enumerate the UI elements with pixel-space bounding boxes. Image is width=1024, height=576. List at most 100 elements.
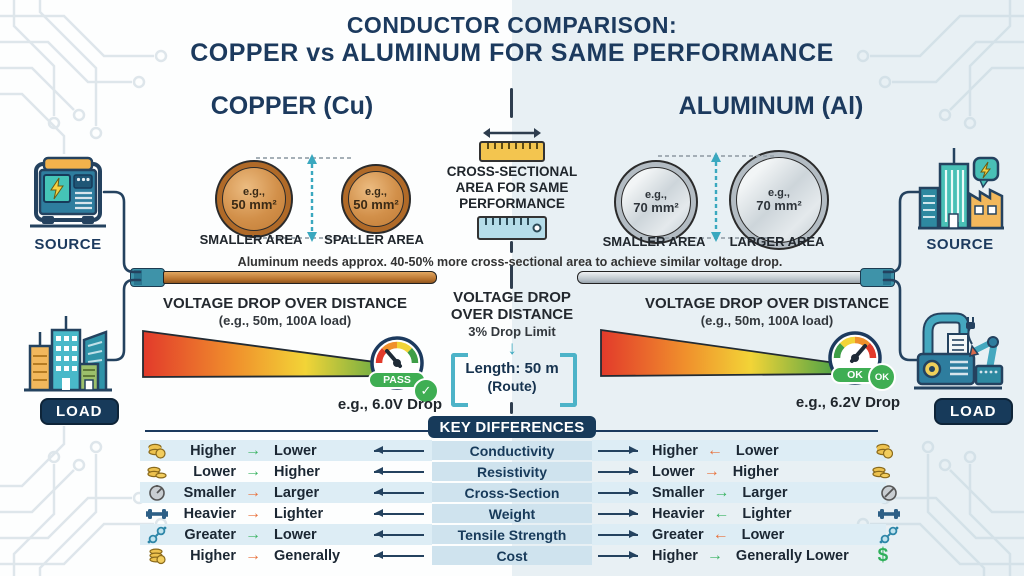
copper-circle2-eg: e.g., — [364, 185, 387, 198]
coins-icon — [866, 442, 900, 460]
center-voltage-line1: VOLTAGE DROP — [453, 289, 571, 306]
aluminum-diff-cell: Higher ← Lower — [592, 440, 893, 461]
bracket-right-icon — [560, 353, 577, 407]
dumbbell-icon — [872, 505, 906, 523]
copper-area-label-1: SMALLER AREA — [199, 232, 303, 247]
city-source-icon — [918, 148, 1004, 230]
ok-circle-badge: OK — [868, 363, 896, 391]
pointer-arrow-right — [598, 529, 638, 538]
cross-section-caption-line3: PERFORMANCE — [459, 196, 565, 211]
trend-arrow: ← — [713, 504, 730, 522]
comparison-note: Aluminum needs approx. 40-50% more cross… — [237, 255, 783, 269]
table-row: Higher → Generally Cost Higher → General… — [0, 545, 1024, 566]
divider-dash — [510, 241, 513, 253]
copper-load-label: LOAD — [40, 398, 119, 425]
trend-arrow: ← — [712, 525, 729, 543]
trend-arrow: → — [245, 504, 261, 522]
pointer-arrow-left — [374, 529, 424, 538]
meter-icon — [140, 484, 174, 502]
aluminum-value: Lighter — [742, 505, 792, 522]
table-row: Higher → Lower Conductivity Higher ← Low… — [0, 440, 1024, 461]
copper-drop-value: e.g., 6.0V Drop — [337, 396, 443, 413]
aluminum-circle2-area: 70 mm² — [756, 197, 802, 213]
cross-section-caption-line2: AREA FOR SAME — [455, 180, 569, 195]
copper-circle1-area: 50 mm² — [231, 196, 277, 212]
trend-arrow: → — [713, 483, 730, 501]
copper-circle1-eg: e.g., — [242, 185, 265, 198]
pointer-arrow-right — [598, 487, 638, 496]
pointer-arrow-left — [374, 550, 424, 559]
aluminum-conductor-circle: e.g.,70 mm² — [729, 150, 829, 250]
circuit-pattern-icon — [0, 0, 168, 154]
copper-value: Heavier — [183, 505, 236, 522]
generator-icon — [30, 156, 106, 228]
copper-voltage-title: VOLTAGE DROP OVER DISTANCE — [163, 295, 407, 312]
copper-value: Higher — [190, 547, 236, 564]
dollar-icon: $ — [877, 545, 889, 566]
aluminum-value: Generally Lower — [735, 547, 849, 564]
trend-arrow: ← — [706, 441, 723, 459]
copper-heading: COPPER (Cu) — [210, 92, 374, 120]
copper-area-label-2: SPALLER AREA — [324, 232, 424, 247]
coin-stack-icon — [140, 463, 174, 481]
aluminum-source-label: SOURCE — [926, 236, 994, 253]
aluminum-value: Lower — [274, 526, 317, 543]
aluminum-panel-background — [512, 0, 1024, 576]
ruler-icon — [477, 216, 547, 240]
difference-label: Weight — [432, 504, 592, 523]
width-arrow-icon — [483, 128, 541, 138]
difference-label: Cross-Section — [432, 483, 592, 502]
aluminum-conductor-circle: e.g.,70 mm² — [614, 160, 698, 244]
pointer-arrow-right — [598, 466, 638, 475]
trend-arrow: → — [245, 462, 261, 480]
copper-circle2-area: 50 mm² — [353, 196, 399, 212]
bracket-left-icon — [451, 353, 468, 407]
coins-icon — [140, 547, 174, 565]
route-length-value: Length: 50 m — [465, 360, 559, 377]
page-title-line2: COPPER vs ALUMINUM FOR SAME PERFORMANCE — [190, 39, 834, 67]
difference-label: Resistivity — [432, 462, 592, 481]
difference-label: Cost — [432, 546, 592, 565]
aluminum-diff-cell: Lower → Higher — [592, 461, 890, 482]
trend-arrow: → — [245, 483, 261, 501]
key-differences-table: Higher → Lower Conductivity Higher ← Low… — [0, 440, 1024, 566]
wire-connector-icon — [860, 268, 895, 287]
copper-value: Lower — [652, 463, 695, 480]
pass-badge: PASS — [368, 371, 426, 389]
aluminum-area-label-2: LARGER AREA — [729, 234, 825, 249]
ok-badge: OK — [831, 366, 879, 384]
trend-arrow: → — [245, 525, 261, 543]
meter-icon — [872, 484, 906, 502]
difference-label: Conductivity — [432, 441, 592, 460]
difference-label: Tensile Strength — [432, 525, 592, 544]
coins-icon — [140, 442, 174, 460]
key-differences-header: KEY DIFFERENCES — [428, 416, 596, 438]
aluminum-value: Larger — [742, 484, 788, 501]
aluminum-diff-cell: Greater ← Lower — [592, 524, 898, 545]
check-icon: ✓ — [413, 378, 439, 404]
copper-diff-cell: Lower → Higher — [140, 461, 432, 482]
copper-wire — [163, 271, 437, 284]
copper-diff-cell: Higher → Generally — [140, 545, 432, 566]
aluminum-value: Lower — [735, 442, 779, 459]
trend-arrow: → — [245, 546, 261, 564]
trend-arrow: → — [245, 441, 261, 459]
aluminum-wire — [577, 271, 864, 284]
trend-arrow: → — [703, 462, 720, 480]
ruler-icon — [479, 141, 545, 162]
pointer-arrow-left — [374, 445, 424, 454]
copper-value: Smaller — [652, 484, 705, 501]
pointer-arrow-left — [374, 487, 424, 496]
circuit-pattern-icon — [856, 0, 1024, 130]
copper-value: Greater — [184, 526, 236, 543]
copper-conductor-circle: e.g.,50 mm² — [341, 164, 411, 234]
table-row: Greater → Lower Tensile Strength Greater… — [0, 524, 1024, 545]
center-voltage-line2: OVER DISTANCE — [450, 306, 574, 323]
copper-value: Higher — [190, 442, 236, 459]
aluminum-voltage-title: VOLTAGE DROP OVER DISTANCE — [645, 295, 889, 312]
copper-value: Smaller — [183, 484, 236, 501]
copper-source-label: SOURCE — [34, 236, 102, 253]
city-buildings-icon — [24, 316, 112, 392]
factory-machine-icon — [914, 312, 1004, 390]
